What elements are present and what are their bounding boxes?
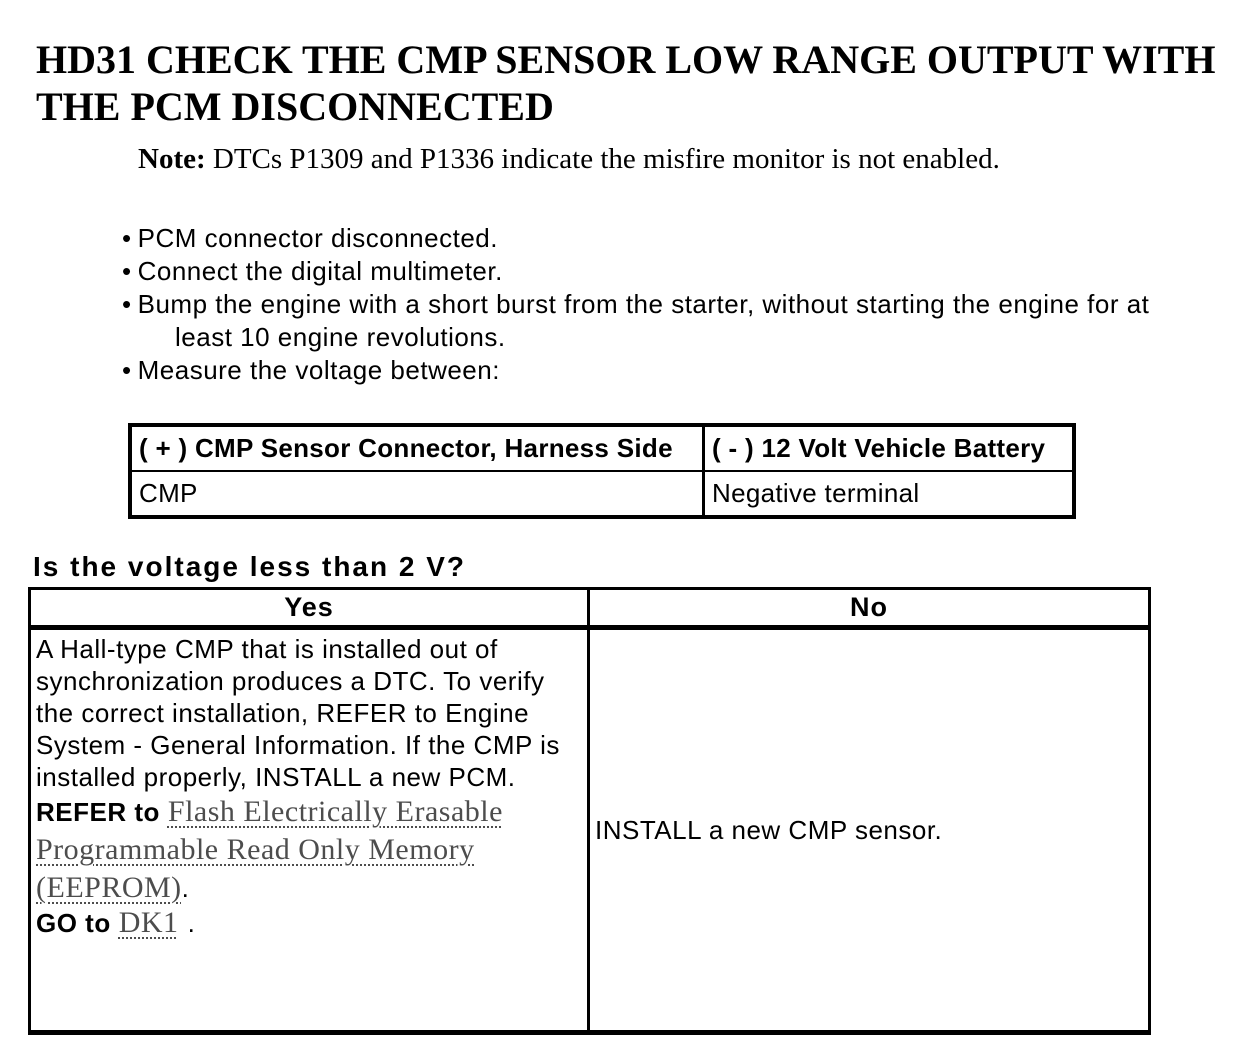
go-action-label: GO to (36, 908, 111, 938)
result-header-no: No (587, 590, 1148, 630)
procedure-bullet-list: PCM connector disconnected. Connect the … (122, 222, 1162, 387)
test-question: Is the voltage less than 2 V? (33, 551, 467, 582)
measurement-header-positive: ( + ) CMP Sensor Connector, Harness Side (139, 433, 673, 463)
result-header-yes: Yes (31, 590, 587, 630)
measurement-table: ( + ) CMP Sensor Connector, Harness Side… (128, 423, 1076, 519)
note-text: DTCs P1309 and P1336 indicate the misfir… (205, 143, 1000, 175)
measurement-cell-cmp: CMP (132, 470, 702, 515)
note-label: Note: (138, 143, 206, 175)
list-item: Measure the voltage between: (122, 354, 1162, 387)
list-item: PCM connector disconnected. (122, 222, 1162, 255)
go-period: . (187, 908, 196, 938)
result-table: Yes No A Hall-type CMP that is installed… (28, 587, 1151, 1035)
list-item: Connect the digital multimeter. (122, 255, 1162, 288)
page-title: HD31 CHECK THE CMP SENSOR LOW RANGE OUTP… (36, 36, 1216, 129)
refer-action-label: REFER to (36, 797, 160, 827)
list-item: Bump the engine with a short burst from … (122, 288, 1162, 354)
result-cell-no: INSTALL a new CMP sensor. (587, 630, 1148, 1030)
yes-instruction-paragraph: A Hall-type CMP that is installed out of… (36, 634, 560, 792)
measurement-header-negative: ( - ) 12 Volt Vehicle Battery (702, 427, 1072, 470)
note: Note: DTCs P1309 and P1336 indicate the … (138, 141, 1218, 177)
measurement-cell-negative-terminal: Negative terminal (702, 470, 1072, 515)
dk1-link[interactable]: DK1 (118, 906, 179, 939)
result-cell-yes: A Hall-type CMP that is installed out of… (31, 630, 587, 1030)
refer-period: . (181, 873, 190, 903)
eeprom-link[interactable]: Flash Electrically Erasable Programmable… (36, 795, 503, 904)
no-instruction-text: INSTALL a new CMP sensor. (595, 814, 943, 845)
